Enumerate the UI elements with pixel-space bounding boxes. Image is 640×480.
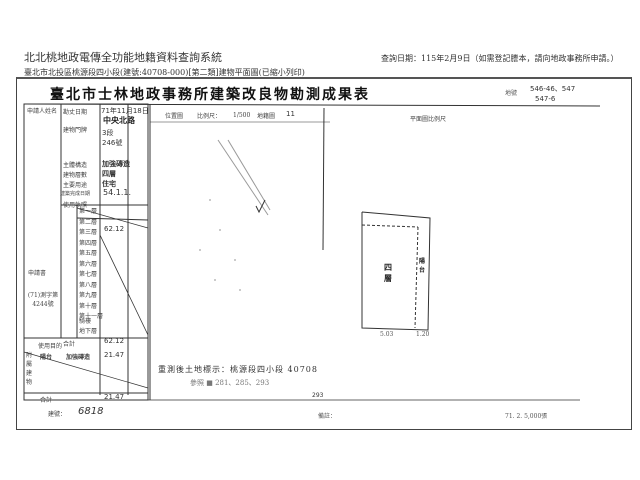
note-number: 281 [312,378,323,385]
structure-value: 加強磚造 [102,160,130,168]
document-title: 臺北市士林地政事務所建築改良物勘測成果表 [50,87,370,103]
floor-rows: 第一層 第二層 第三層 第四層 第五層 第六層 第七層 第八層 第九層 第十層 … [79,206,103,320]
license-label: 使用執照 [63,202,88,209]
annex-total-label: 合計 [40,397,53,404]
map-label: 地籍圖 [257,113,276,120]
form-code: 71. 2. 5,000張 [505,413,548,420]
annex-total: 21.47 [104,393,125,401]
completion-value: 54.1.1. [103,188,131,197]
date-value: 71年11月18日 [101,107,149,115]
main-use-value: 住宅 [102,180,116,188]
annex-use-value: 陽台 [40,354,53,361]
main-use-label: 主要用途 [63,182,88,189]
floors-value: 四層 [102,170,116,178]
floors-label: 建物層數 [63,172,88,179]
section-value: 3段 [102,129,114,137]
floor-row: 第三層 [79,229,98,236]
resurvey-note: 重測後土地標示：桃源段四小段 40708 [158,365,318,374]
applicant-label: 申請人姓名 [27,108,58,115]
annex-label: 附屬建物 [26,352,33,386]
map-value: 11 [286,110,295,118]
query-date: 查詢日期：115年2月9日（如需登記謄本，請向地政事務所申請。） [381,54,619,63]
dimension: 5.03 [380,331,394,338]
basement-row: 騎樓 [79,318,92,325]
date-label: 勘丈日期 [63,109,88,116]
scale-label: 比例尺： [197,113,222,120]
applicant-book-label: 申請書 [28,270,47,277]
structure-label: 主體構造 [63,162,88,169]
basement-row: 地下層 [79,328,98,335]
floor-row: 第八層 [79,281,98,289]
lot-number: 547-6 [535,95,556,103]
balcony-label: 陽台 [419,258,426,274]
lot-label: 地號 [505,90,518,97]
remark-label: 備註： [318,413,337,420]
floor-row: 第四層 [79,239,98,247]
note-number: 285 [312,385,323,392]
total-area: 62.12 [104,337,125,345]
floor-row: 第九層 [79,292,98,299]
floor-row: 第六層 [79,260,98,268]
floor-plan-scale-label: 平面圖比例尺 [410,116,447,123]
dimension: 1.20 [416,331,430,338]
document-frame [16,77,632,430]
reference-note: 參照 ■ 281、285、293 [190,379,270,387]
floor-name: 四層 [384,262,392,283]
applicant-book-number: (71)測字第4244號 [27,292,59,308]
location-label: 建物門牌 [63,127,88,134]
building-number-value: 6818 [78,406,104,417]
site-plan-label: 位置圖 [165,113,184,120]
number-value: 246號 [102,139,123,147]
road-value: 中央北路 [103,115,135,125]
floor-row: 第五層 [79,250,98,257]
document-subtitle: 臺北市北投區桃源段四小段(建號:40708-000)[第二類]建物平面圖(已縮小… [24,68,305,77]
building-number-label: 建號： [48,411,67,418]
lot-number: 546-46、547 [530,85,576,93]
floor-row: 第七層 [79,271,98,278]
floor-row: 第一層 [79,208,98,215]
floor-row: 第十一層 [79,313,104,320]
floor-row: 第十層 [79,302,98,310]
completion-label: 建築完成日期 [60,191,91,197]
floor-row: 第二層 [79,218,98,226]
scale-value: 1/500 [233,112,251,119]
total-label: 合計 [63,341,76,348]
note-number: 293 [312,392,324,399]
third-floor-area: 62.12 [104,225,125,233]
annex-use-label: 使用目的 [38,343,63,350]
system-title: 北北桃地政電傳全功能地籍資料查詢系統 [24,51,222,64]
annex-area: 21.47 [104,351,125,359]
annex-structure-value: 加強磚造 [66,354,91,361]
note-numbers: 281 285 293 [312,378,323,399]
